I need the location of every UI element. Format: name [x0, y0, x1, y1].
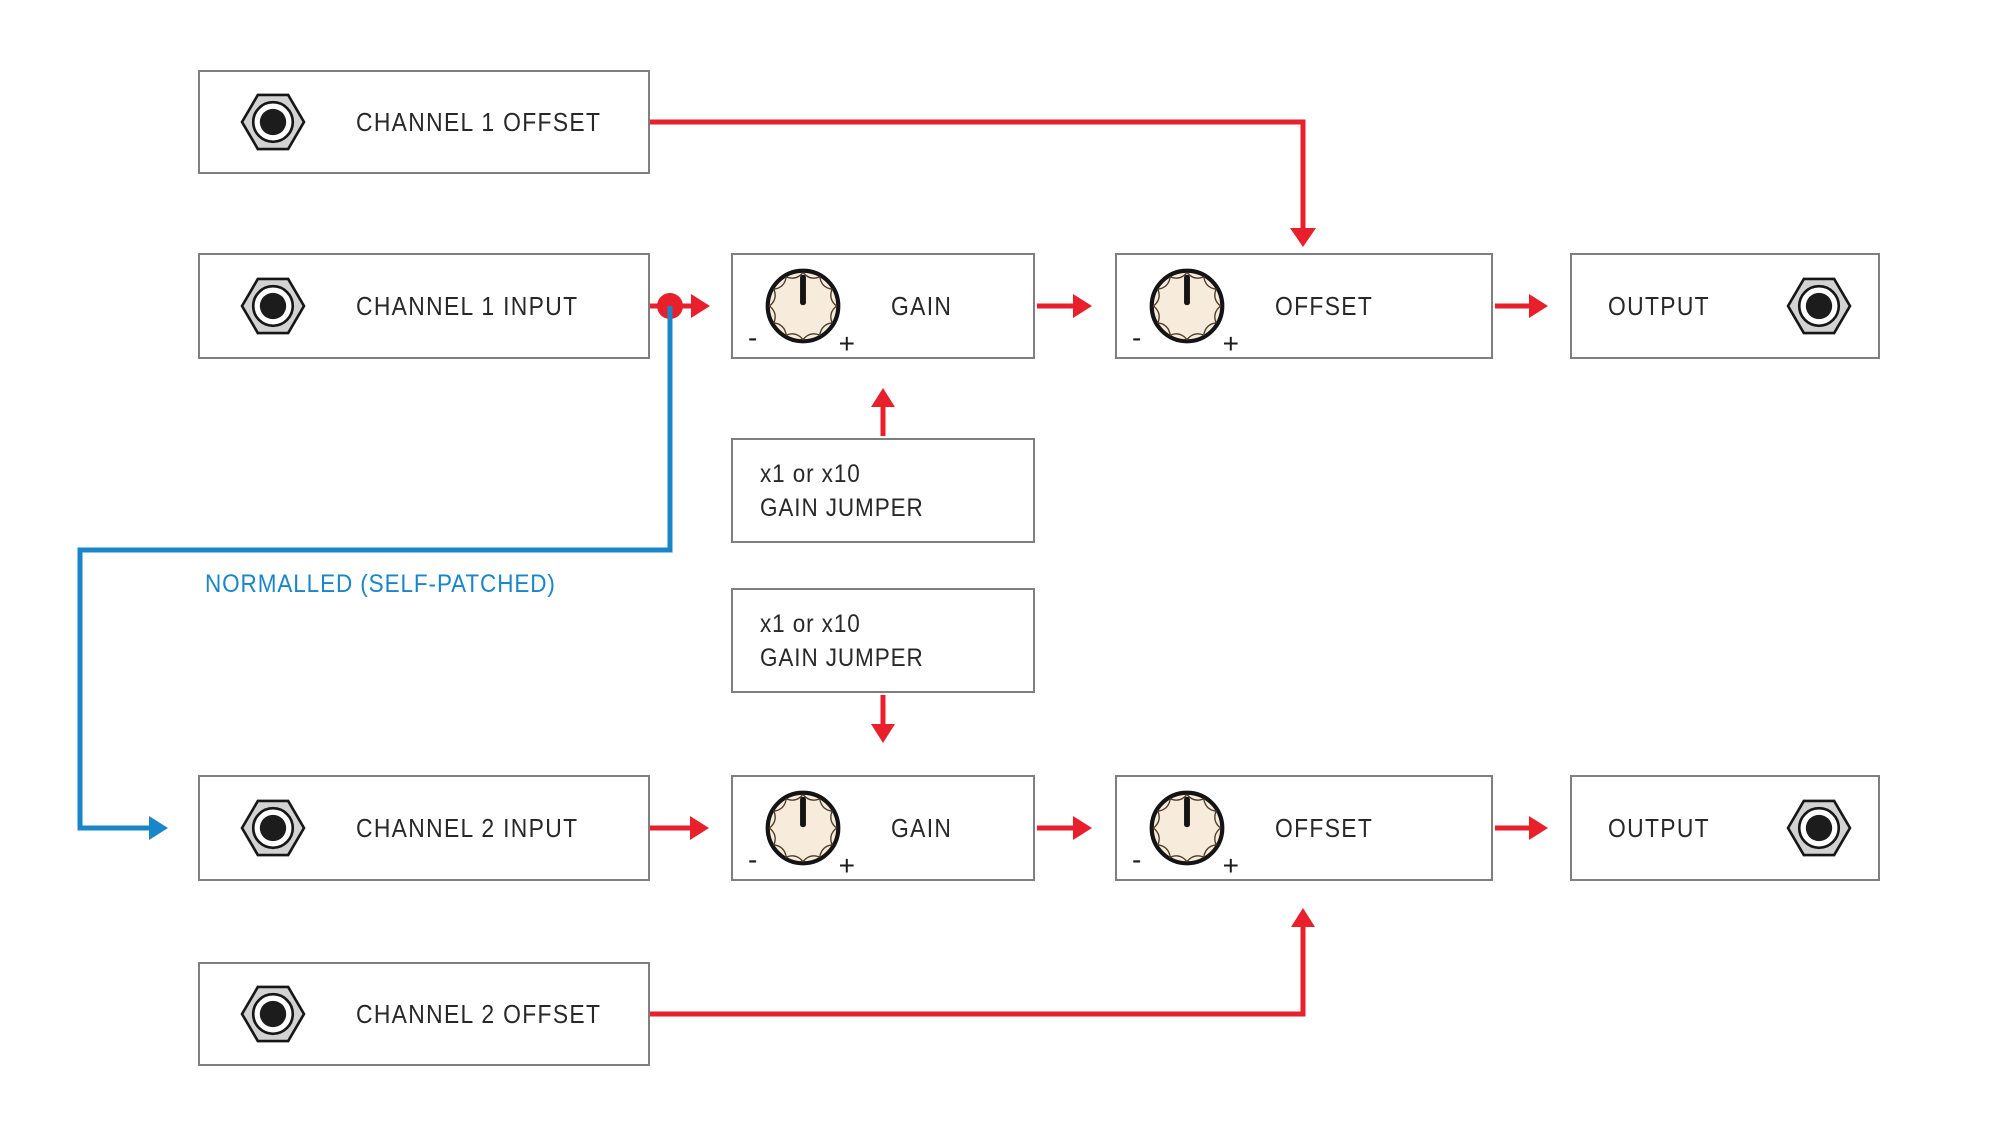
ch2-offset-label: CHANNEL 2 OFFSET — [356, 998, 602, 1029]
arrowhead-into-output2 — [1529, 816, 1548, 840]
knob-max-label: + — [838, 328, 855, 359]
arrowhead-into-gain2 — [690, 816, 709, 840]
ch1-offset-box: CHANNEL 1 OFFSET — [198, 70, 650, 174]
jack-socket-icon — [240, 985, 306, 1043]
ch2-output-label: OUTPUT — [1608, 812, 1710, 843]
ch1-offset-knob-label: OFFSET — [1275, 290, 1374, 321]
wire-ch1-offset-to-offset1 — [650, 119, 1306, 229]
ch1-offset-knob: - + — [1132, 264, 1239, 358]
ch2-gain-label: GAIN — [891, 812, 953, 843]
arrowhead-into-offset1-top — [1290, 228, 1316, 247]
ch2-input-label: CHANNEL 2 INPUT — [356, 812, 579, 843]
ch1-output-label: OUTPUT — [1608, 290, 1710, 321]
arrowhead-jumper2-down — [871, 724, 895, 743]
ch2-gain-knob: - + — [748, 786, 855, 880]
arrowhead-into-offset1 — [1073, 294, 1092, 318]
knob-max-label: + — [1222, 850, 1239, 881]
jack-socket-icon — [1786, 799, 1852, 857]
arrowhead-into-offset2-bottom — [1291, 908, 1315, 927]
ch1-offset-label: CHANNEL 1 OFFSET — [356, 106, 602, 137]
jack-socket-icon — [240, 93, 306, 151]
ch2-offset-knob-label: OFFSET — [1275, 812, 1374, 843]
knob-icon — [1149, 268, 1225, 344]
jack-socket-icon — [240, 277, 306, 335]
ch2-jumper-line2: GAIN JUMPER — [760, 643, 924, 672]
knob-min-label: - — [1132, 322, 1142, 353]
ch1-input-box: CHANNEL 1 INPUT — [198, 253, 650, 359]
ch1-output-box: OUTPUT — [1570, 253, 1880, 359]
knob-max-label: + — [838, 850, 855, 881]
jack-socket-icon — [1786, 277, 1852, 335]
wire-normalled-ch1-to-ch2 — [77, 306, 673, 831]
ch2-jumper-line1: x1 or x10 — [760, 609, 861, 638]
arrowhead-into-offset2 — [1073, 816, 1092, 840]
ch2-output-box: OUTPUT — [1570, 775, 1880, 881]
arrowhead-into-output1 — [1529, 294, 1548, 318]
knob-icon — [1149, 790, 1225, 866]
arrowhead-normalled-into-ch2-input — [149, 816, 168, 840]
ch1-jumper-line1: x1 or x10 — [760, 459, 861, 488]
ch1-gain-jumper-box: x1 or x10 GAIN JUMPER — [731, 438, 1035, 543]
ch1-jumper-line2: GAIN JUMPER — [760, 493, 924, 522]
ch1-offset-knob-box: - + OFFSET — [1115, 253, 1493, 359]
knob-min-label: - — [748, 322, 758, 353]
knob-icon — [765, 268, 841, 344]
ch2-offset-box: CHANNEL 2 OFFSET — [198, 962, 650, 1066]
knob-icon — [765, 790, 841, 866]
ch1-gain-box: - + GAIN — [731, 253, 1035, 359]
ch1-gain-label: GAIN — [891, 290, 953, 321]
knob-min-label: - — [1132, 844, 1142, 875]
knob-min-label: - — [748, 844, 758, 875]
arrowhead-into-gain1 — [691, 294, 710, 318]
arrowhead-jumper1-up — [871, 388, 895, 407]
ch2-gain-box: - + GAIN — [731, 775, 1035, 881]
ch2-gain-jumper-box: x1 or x10 GAIN JUMPER — [731, 588, 1035, 693]
wire-ch2-offset-to-offset2 — [650, 926, 1306, 1017]
normalled-label: NORMALLED (SELF-PATCHED) — [205, 570, 556, 598]
jack-socket-icon — [240, 799, 306, 857]
ch1-input-label: CHANNEL 1 INPUT — [356, 290, 579, 321]
knob-max-label: + — [1222, 328, 1239, 359]
ch2-offset-knob: - + — [1132, 786, 1239, 880]
ch2-input-box: CHANNEL 2 INPUT — [198, 775, 650, 881]
ch1-gain-knob: - + — [748, 264, 855, 358]
ch2-offset-knob-box: - + OFFSET — [1115, 775, 1493, 881]
